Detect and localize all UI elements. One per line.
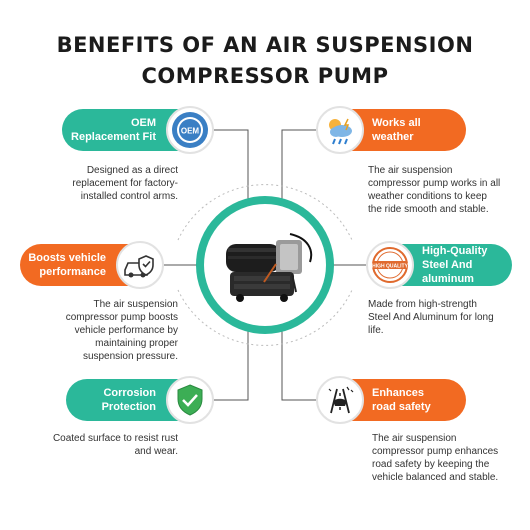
feature-quality-title-3: aluminum (422, 273, 474, 285)
road-safety-icon (316, 376, 364, 424)
oem-seal-icon: OEM (166, 106, 214, 154)
feature-weather-title-1: Works all (372, 117, 421, 129)
feature-quality-title-1: High-Quality (422, 245, 488, 257)
feature-performance: Boosts vehicle performance (20, 241, 164, 289)
feature-all-weather: Works all weather (316, 106, 466, 154)
feature-safety-title-1: Enhances (372, 387, 424, 399)
feature-safety-title-2: road safety (372, 401, 431, 413)
feature-performance-description: The air suspension compressor pump boost… (65, 299, 178, 362)
shield-check-icon (166, 376, 214, 424)
feature-oem-title-2: Replacement Fit (71, 131, 156, 143)
feature-quality-title-2: Steel And (422, 259, 473, 271)
page-title-line-1: BENEFITS OF AN AIR SUSPENSION (56, 33, 474, 57)
page-title-line-2: COMPRESSOR PUMP (141, 64, 389, 88)
feature-weather-description: The air suspension compressor pump works… (368, 165, 501, 215)
quality-badge-text: HIGH QUALITY (372, 263, 408, 269)
feature-oem-fit: OEM Replacement Fit OEM (62, 106, 214, 154)
weather-icon (316, 106, 364, 154)
feature-performance-title-1: Boosts vehicle (28, 252, 106, 264)
feature-quality-description: Made from high-strength Steel And Alumin… (368, 299, 494, 336)
feature-oem-title-1: OEM (130, 117, 156, 129)
feature-oem-description: Designed as a direct replacement for fac… (72, 165, 178, 202)
quality-stamp-icon: HIGH QUALITY (366, 241, 414, 289)
feature-weather-title-2: weather (372, 131, 414, 143)
feature-performance-title-2: performance (39, 266, 106, 278)
product-image-circle (196, 196, 334, 334)
feature-safety-description: The air suspension compressor pump enhan… (372, 433, 499, 483)
car-shield-icon (116, 241, 164, 289)
feature-road-safety: Enhances road safety (316, 376, 466, 424)
feature-corrosion-title-2: Protection (101, 401, 156, 413)
feature-corrosion-title-1: Corrosion (103, 387, 156, 399)
feature-corrosion-description: Coated surface to resist rust and wear. (52, 433, 178, 457)
oem-badge-text: OEM (181, 127, 200, 136)
air-compressor-pump-image (226, 233, 313, 302)
